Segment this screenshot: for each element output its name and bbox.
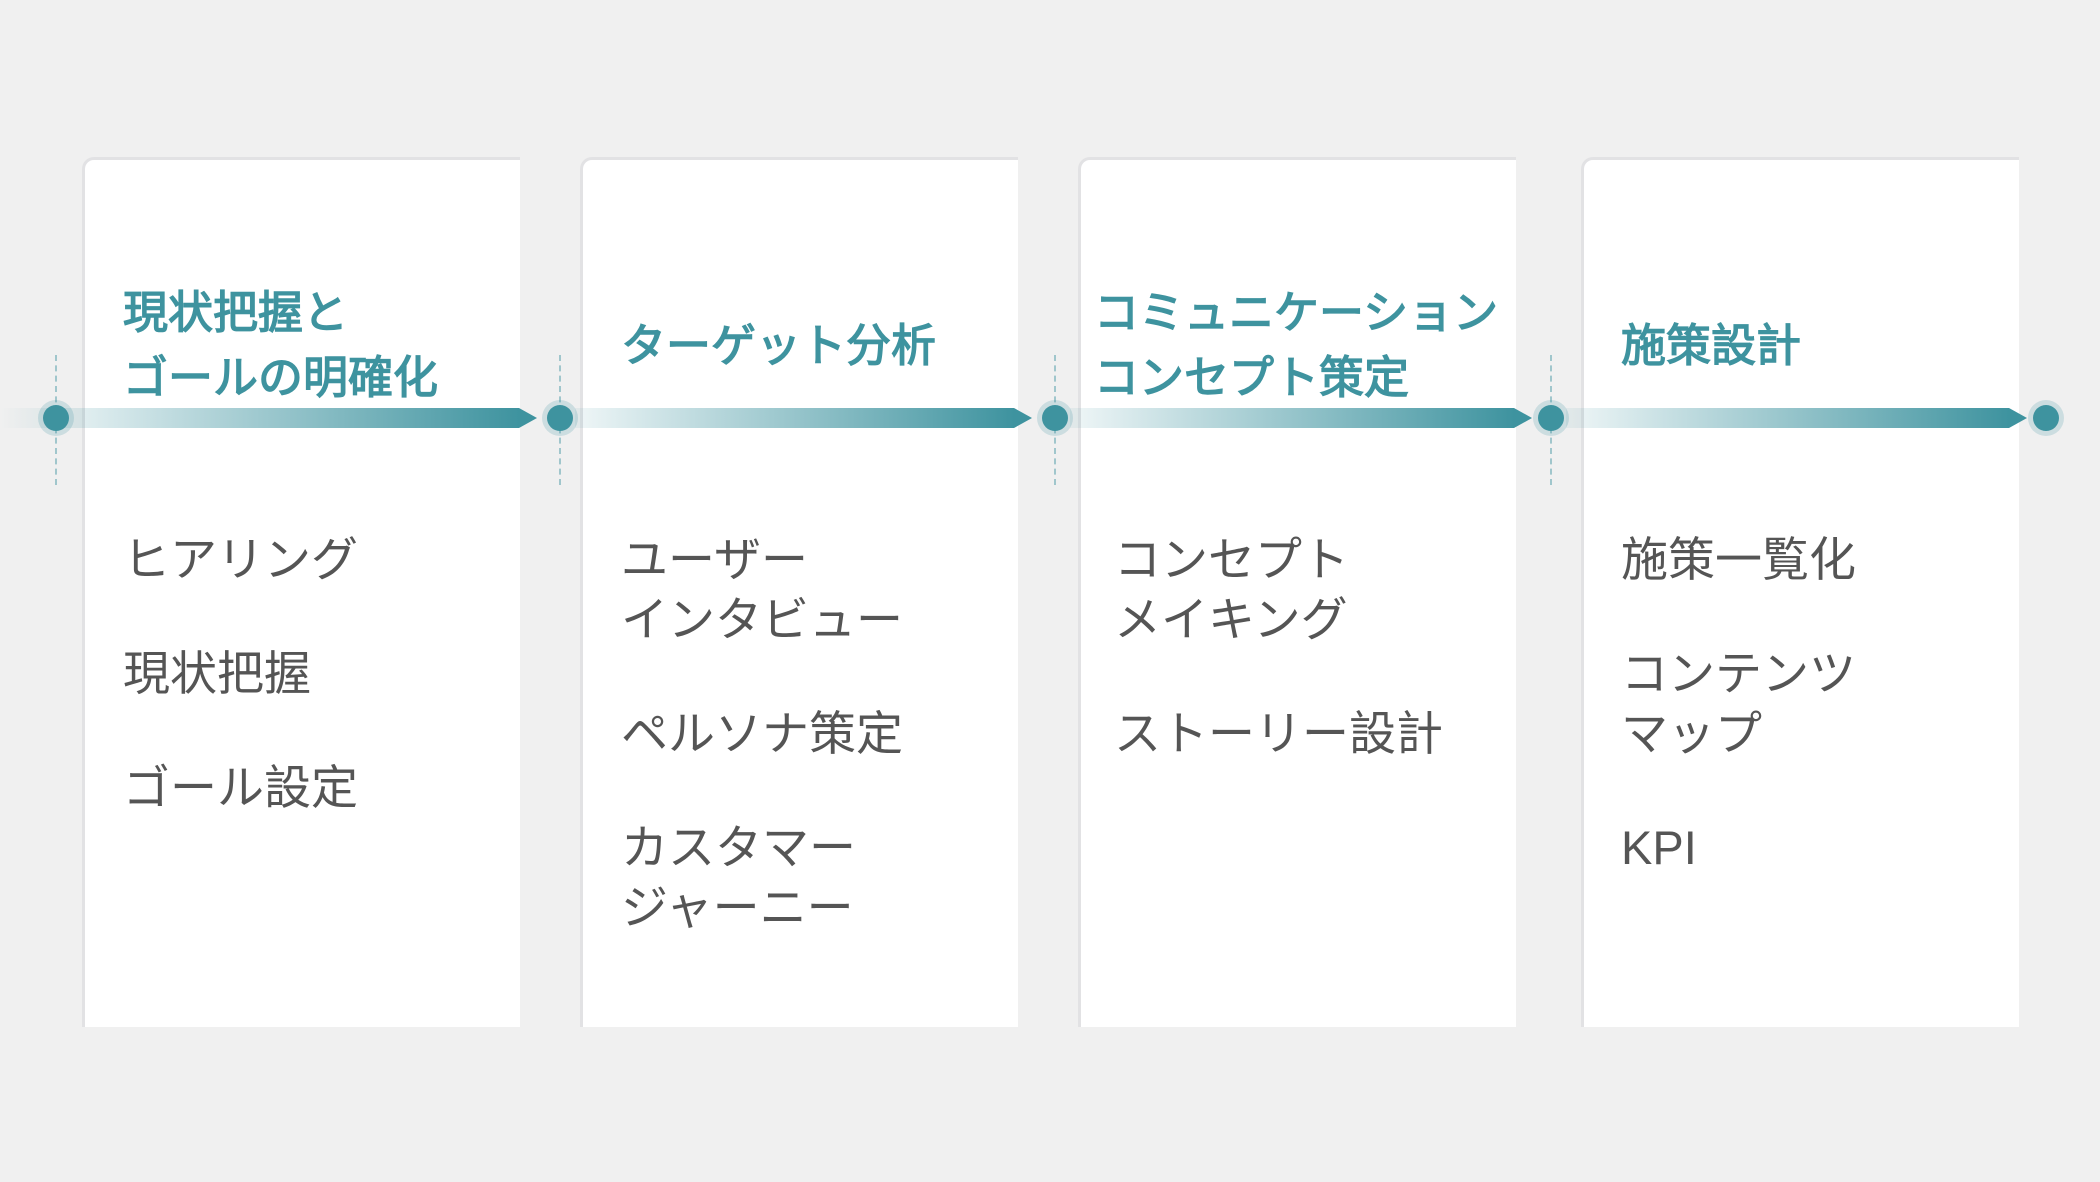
step-title: ターゲット分析 [621, 230, 1018, 460]
list-item: 施策一覧化 [1621, 530, 1856, 590]
item-text: ジャーニー [621, 881, 854, 934]
item-text: 現状把握 [123, 647, 311, 700]
step-items: ヒアリング 現状把握 ゴール設定 [123, 530, 358, 872]
timeline-dot [547, 405, 573, 431]
timeline-dot [2033, 405, 2059, 431]
step-items: コンセプトメイキング ストーリー設計 [1114, 530, 1443, 818]
item-text: ゴール設定 [123, 761, 358, 814]
timeline-arrow [0, 408, 537, 428]
item-text: ヒアリング [123, 533, 358, 586]
item-text: ストーリー設計 [1114, 707, 1443, 760]
item-text: KPI [1621, 821, 1697, 874]
item-text: 施策一覧化 [1621, 533, 1856, 586]
step-card-2: ターゲット分析 ユーザーインタビュー ペルソナ策定 カスタマージャーニー [580, 157, 1018, 1027]
step-title: 現状把握と ゴールの明確化 [123, 230, 520, 460]
item-text: マップ [1621, 707, 1762, 760]
timeline-dot [43, 405, 69, 431]
title-line: ターゲット分析 [621, 319, 937, 371]
step-title: コミュニケーション コンセプト策定 [1094, 230, 1516, 460]
title-line: ゴールの明確化 [123, 352, 439, 403]
list-item: 現状把握 [123, 644, 358, 704]
step-card-4: 施策設計 施策一覧化 コンテンツマップ KPI [1581, 157, 2019, 1027]
list-item: ストーリー設計 [1114, 704, 1443, 764]
timeline-arrow [1070, 408, 1532, 428]
list-item: ヒアリング [123, 530, 358, 590]
title-line: コンセプト策定 [1094, 352, 1410, 403]
timeline-arrow [1566, 408, 2027, 428]
item-text: メイキング [1114, 593, 1348, 646]
list-item: KPI [1621, 818, 1856, 878]
arrow-head-icon [2009, 408, 2027, 428]
timeline-dot [1538, 405, 1564, 431]
item-text: ユーザー [621, 533, 809, 586]
step-card-1: 現状把握と ゴールの明確化 ヒアリング 現状把握 ゴール設定 [82, 157, 520, 1027]
item-text: インタビュー [621, 593, 903, 646]
step-items: ユーザーインタビュー ペルソナ策定 カスタマージャーニー [621, 530, 903, 992]
timeline-arrow [575, 408, 1032, 428]
list-item: コンテンツマップ [1621, 644, 1856, 764]
arrow-head-icon [1014, 408, 1032, 428]
list-item: ペルソナ策定 [621, 704, 903, 764]
step-card-3: コミュニケーション コンセプト策定 コンセプトメイキング ストーリー設計 [1078, 157, 1516, 1027]
item-text: カスタマー [621, 821, 856, 874]
list-item: ゴール設定 [123, 758, 358, 818]
title-line: 施策設計 [1621, 319, 1802, 371]
title-line: 現状把握と [123, 287, 349, 338]
arrow-head-icon [519, 408, 537, 428]
list-item: カスタマージャーニー [621, 818, 903, 938]
step-title: 施策設計 [1621, 230, 2019, 460]
item-text: ペルソナ策定 [621, 707, 903, 760]
step-items: 施策一覧化 コンテンツマップ KPI [1621, 530, 1856, 932]
title-line: コミュニケーション [1094, 287, 1499, 338]
item-text: コンテンツ [1621, 647, 1856, 700]
list-item: ユーザーインタビュー [621, 530, 903, 650]
timeline-dot [1042, 405, 1068, 431]
arrow-head-icon [1514, 408, 1532, 428]
list-item: コンセプトメイキング [1114, 530, 1443, 650]
item-text: コンセプト [1114, 533, 1349, 586]
